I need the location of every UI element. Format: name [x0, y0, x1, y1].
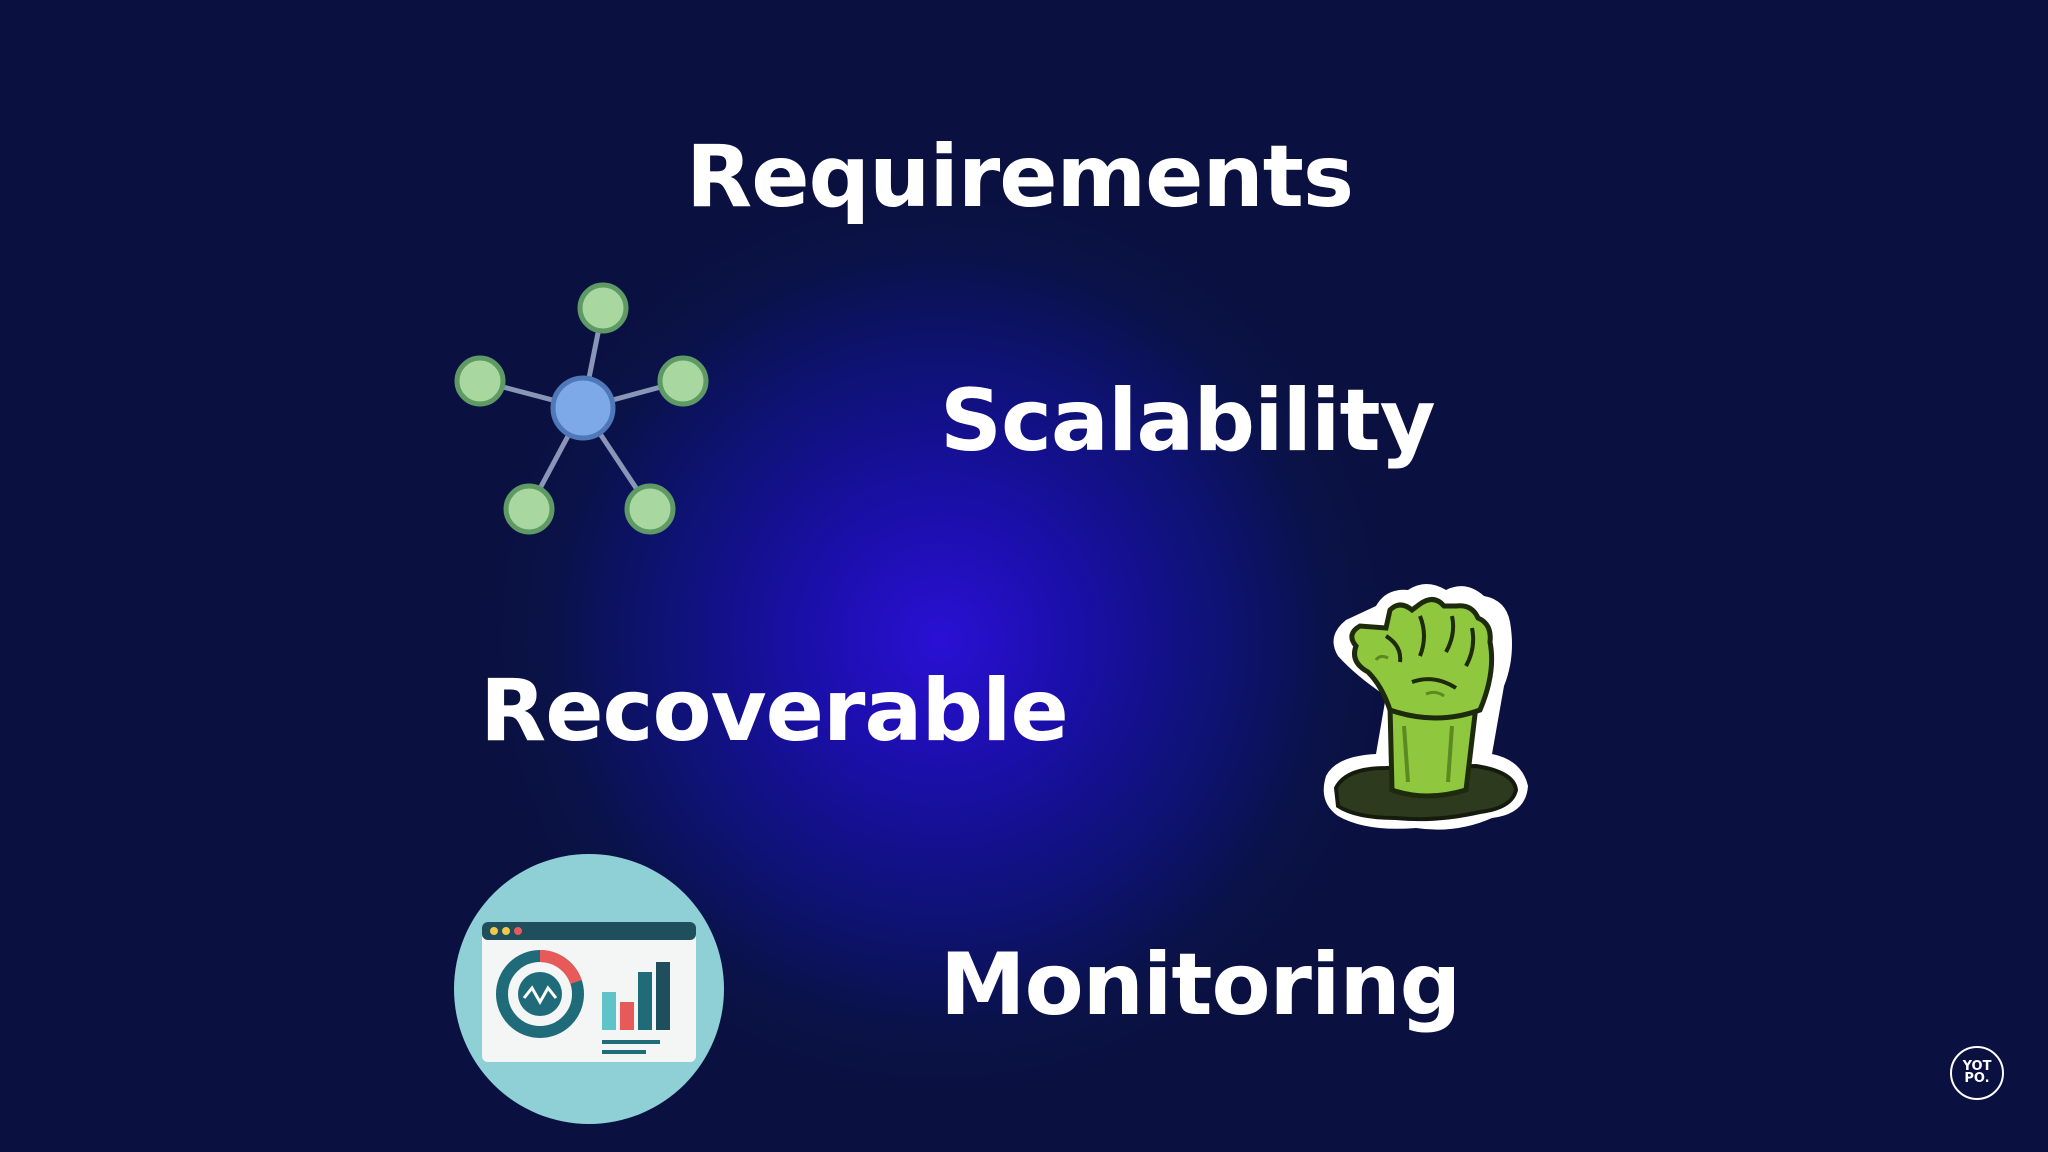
- title-requirements: Requirements: [686, 127, 1354, 227]
- zombie-hand-icon: [1323, 584, 1528, 830]
- yotpo-logo-text: YOTPO.: [1962, 1059, 1992, 1086]
- label-recoverable: Recoverable: [480, 661, 1069, 761]
- network-hub-icon: [454, 282, 709, 535]
- label-monitoring: Monitoring: [940, 935, 1461, 1035]
- label-scalability: Scalability: [940, 371, 1436, 471]
- analytics-dashboard-icon: [454, 854, 724, 1124]
- yotpo-logo: YOTPO.: [1950, 1046, 2004, 1100]
